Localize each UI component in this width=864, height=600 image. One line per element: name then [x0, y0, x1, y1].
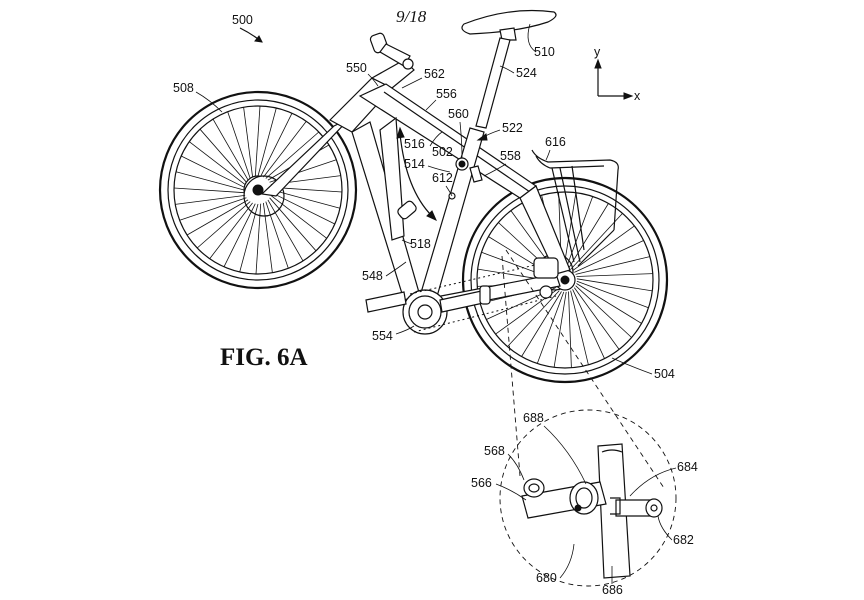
ref-680: 680	[536, 571, 557, 585]
ref-514: 514	[404, 157, 425, 171]
spoke	[181, 155, 245, 188]
spoke	[175, 171, 245, 191]
detail-view	[499, 409, 677, 587]
ref-560: 560	[448, 107, 469, 121]
spoke	[263, 121, 307, 178]
spoke	[269, 197, 317, 252]
figure-title: FIG. 6A	[220, 344, 308, 371]
spoke	[573, 287, 620, 350]
front-wheel	[158, 90, 358, 290]
spoke	[209, 202, 253, 259]
spoke	[254, 105, 261, 177]
ref-502: 502	[432, 145, 453, 159]
rear-derailleur	[533, 257, 559, 299]
rear-rack	[531, 149, 619, 267]
spoke	[576, 280, 649, 309]
spoke	[271, 189, 341, 209]
sheet-number: 9/18	[396, 7, 427, 26]
spoke	[260, 113, 293, 177]
spoke	[173, 187, 245, 194]
spoke	[265, 201, 289, 269]
ref-500: 500	[232, 13, 253, 27]
spoke	[536, 291, 565, 364]
spoke	[227, 111, 251, 179]
spoke	[572, 289, 605, 359]
axis-y-label: y	[594, 45, 601, 59]
saddle	[461, 9, 557, 41]
folding-hinge	[396, 126, 483, 221]
arrowhead-500	[254, 35, 263, 43]
ref-556: 556	[436, 87, 457, 101]
ref-554: 554	[372, 329, 393, 343]
spoke	[255, 203, 262, 275]
ref-524: 524	[516, 66, 537, 80]
spoke	[257, 107, 277, 177]
chainring	[402, 261, 557, 335]
spoke	[521, 291, 562, 357]
ref-510: 510	[534, 45, 555, 59]
spoke	[576, 278, 653, 292]
detail-projection-right	[501, 255, 521, 477]
spoke	[239, 203, 259, 273]
ref-550: 550	[346, 61, 367, 75]
ref-522: 522	[502, 121, 523, 135]
ref-616: 616	[545, 135, 566, 149]
spoke	[263, 202, 273, 273]
spoke	[553, 291, 567, 368]
ref-516: 516	[404, 137, 425, 151]
ref-686: 686	[602, 583, 623, 597]
spoke	[267, 199, 304, 262]
spoke	[179, 197, 247, 221]
crank-and-pedals	[365, 285, 491, 313]
detail-projection-left	[505, 249, 665, 489]
ref-558: 558	[500, 149, 521, 163]
ref-612: 612	[432, 171, 453, 185]
rotation-arrow	[399, 133, 433, 217]
spoke	[507, 290, 560, 347]
spoke	[196, 201, 251, 249]
spoke	[568, 291, 572, 368]
ref-688: 688	[523, 411, 544, 425]
axis-indicator: y x	[594, 45, 641, 103]
ref-518: 518	[410, 237, 431, 251]
spoke	[563, 192, 577, 269]
seatpost	[475, 37, 511, 129]
spoke	[223, 203, 256, 267]
reference-labels: 508 510 524 550 562 556 560 522 616 516 …	[173, 23, 698, 597]
ref-568: 568	[484, 444, 505, 458]
spoke	[199, 128, 247, 183]
spoke	[271, 192, 335, 225]
rear-wheel	[461, 176, 669, 384]
ref-562: 562	[424, 67, 445, 81]
spoke	[568, 203, 609, 269]
spoke	[576, 283, 642, 324]
ref-682: 682	[673, 533, 694, 547]
spoke	[186, 199, 249, 236]
spoke	[265, 131, 320, 179]
spoke	[570, 290, 589, 365]
axis-x-label: x	[634, 89, 641, 103]
spoke	[572, 225, 635, 272]
spoke	[189, 141, 246, 185]
spoke	[243, 107, 253, 178]
spoke	[575, 256, 650, 275]
spoke	[270, 195, 327, 239]
handlebar-stem	[369, 32, 415, 89]
ref-566: 566	[471, 476, 492, 490]
spoke	[175, 195, 246, 205]
spoke	[574, 240, 644, 273]
spoke	[576, 273, 653, 277]
ref-504: 504	[654, 367, 675, 381]
ref-508: 508	[173, 81, 194, 95]
ref-684: 684	[677, 460, 698, 474]
ref-548: 548	[362, 269, 383, 283]
spoke	[212, 118, 249, 181]
spoke	[575, 285, 632, 338]
spoke	[565, 196, 594, 269]
